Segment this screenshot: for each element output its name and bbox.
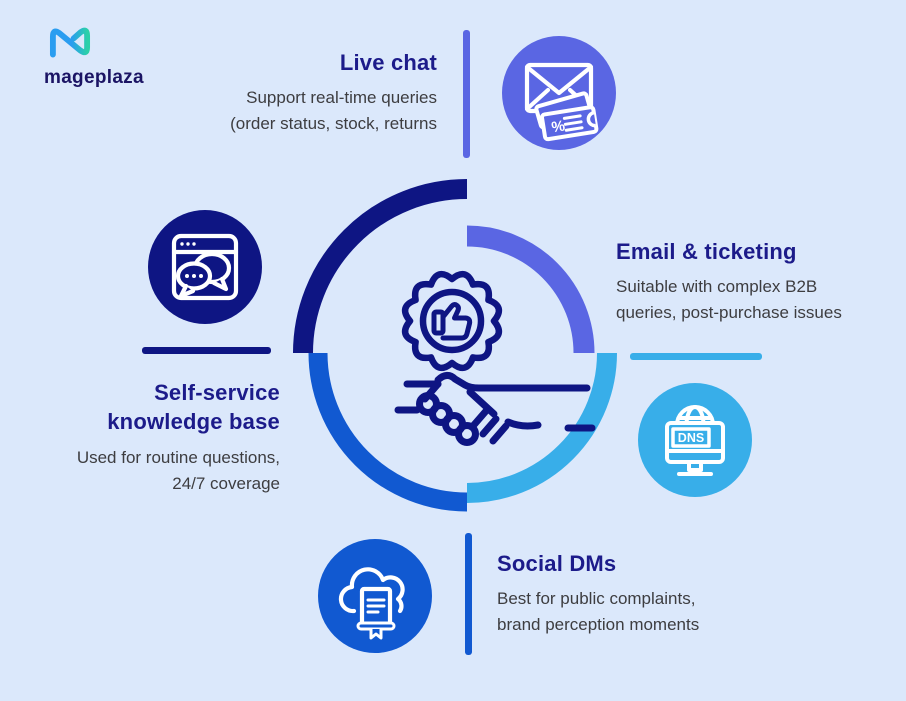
- cloud-shape: [338, 567, 405, 614]
- divider-bottom: [465, 533, 472, 655]
- ticket-percent-glyph: %: [550, 118, 566, 137]
- arc-bottom-left: [308, 352, 468, 512]
- arc-top-right: [466, 225, 595, 354]
- envelope-tickets-icon: %: [524, 62, 599, 142]
- social-dms-title: Social DMs: [497, 551, 617, 576]
- dns-label-text: DNS: [678, 431, 704, 445]
- cloud-book-icon: [338, 567, 405, 640]
- browser-chat-icon: [171, 233, 239, 301]
- section-email-ticketing: Email & ticketing Suitable with complex …: [616, 237, 896, 326]
- quality-badge-icon: [401, 270, 503, 372]
- live-chat-icon-circle: %: [502, 36, 616, 150]
- arc-bottom-right: [466, 352, 617, 503]
- section-social-dms: Social DMs Best for public complaints, b…: [497, 549, 797, 638]
- dns-label-box: [671, 427, 711, 448]
- self-service-title-line2: knowledge base: [107, 409, 280, 434]
- section-self-service: Self-service knowledge base Used for rou…: [10, 378, 280, 497]
- dns-monitor-icon: DNS: [665, 405, 725, 476]
- live-chat-desc-line2: (order status, stock, returns: [230, 114, 437, 133]
- center-circle-graphic: [293, 179, 617, 512]
- brand-logo: mageplaza: [44, 24, 144, 89]
- social-dms-icon-circle: [318, 539, 432, 653]
- self-service-icon-circle: [148, 210, 262, 324]
- email-ticketing-desc-line2: queries, post-purchase issues: [616, 303, 842, 322]
- email-ticketing-title: Email & ticketing: [616, 239, 797, 264]
- social-dms-desc-line2: brand perception moments: [497, 615, 700, 634]
- section-live-chat: Live chat Support real-time queries (ord…: [107, 48, 437, 137]
- handshake-icon: [394, 371, 596, 446]
- thumbs-up-icon: [431, 302, 473, 341]
- email-ticketing-desc-line1: Suitable with complex B2B: [616, 277, 818, 296]
- ticket-front-shape: %: [539, 105, 599, 142]
- live-chat-title: Live chat: [339, 50, 437, 75]
- email-icon-circle: DNS: [638, 383, 752, 497]
- browser-window-shape: [171, 233, 239, 301]
- divider-right: [630, 353, 762, 360]
- bookmark-shape: [369, 627, 383, 640]
- arc-top-left: [293, 179, 468, 354]
- social-dms-desc-line1: Best for public complaints,: [497, 589, 696, 608]
- mageplaza-logo-icon: [49, 27, 91, 58]
- divider-top: [463, 30, 470, 158]
- brand-name: mageplaza: [44, 67, 144, 88]
- self-service-desc-line1: Used for routine questions,: [76, 448, 280, 467]
- self-service-desc-line2: 24/7 coverage: [172, 474, 280, 493]
- divider-left: [142, 347, 271, 354]
- live-chat-desc-line1: Support real-time queries: [246, 88, 437, 107]
- self-service-title-line1: Self-service: [154, 380, 280, 405]
